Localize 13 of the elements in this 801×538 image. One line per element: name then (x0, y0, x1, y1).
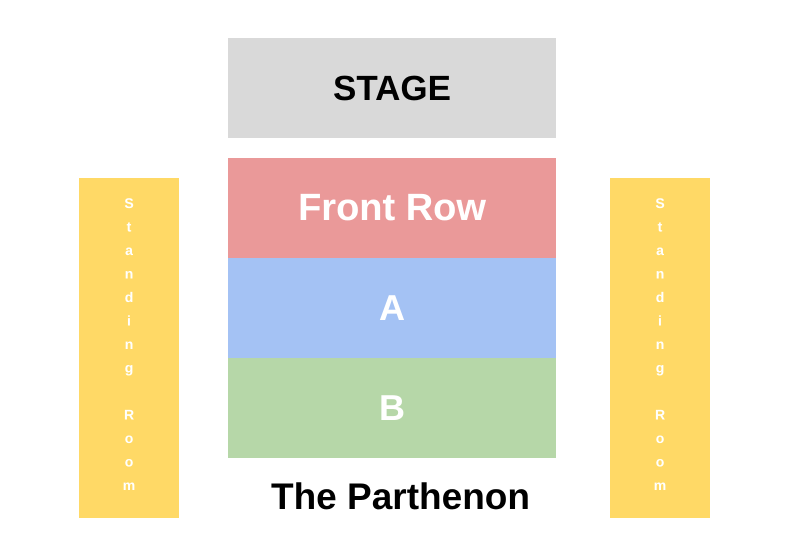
standing-room-label: Standing Room (653, 195, 667, 501)
section-label: B (379, 390, 405, 426)
seating-section (228, 358, 556, 458)
standing-room-label: Standing Room (122, 195, 136, 501)
standing-area (610, 178, 710, 518)
section-label: A (379, 290, 405, 326)
stage-area (228, 38, 556, 138)
venue-name: The Parthenon (270, 478, 530, 515)
standing-area (79, 178, 179, 518)
section-label: Front Row (298, 189, 486, 227)
seating-section (228, 158, 556, 258)
stage-label: STAGE (333, 70, 451, 106)
seating-section (228, 258, 556, 358)
